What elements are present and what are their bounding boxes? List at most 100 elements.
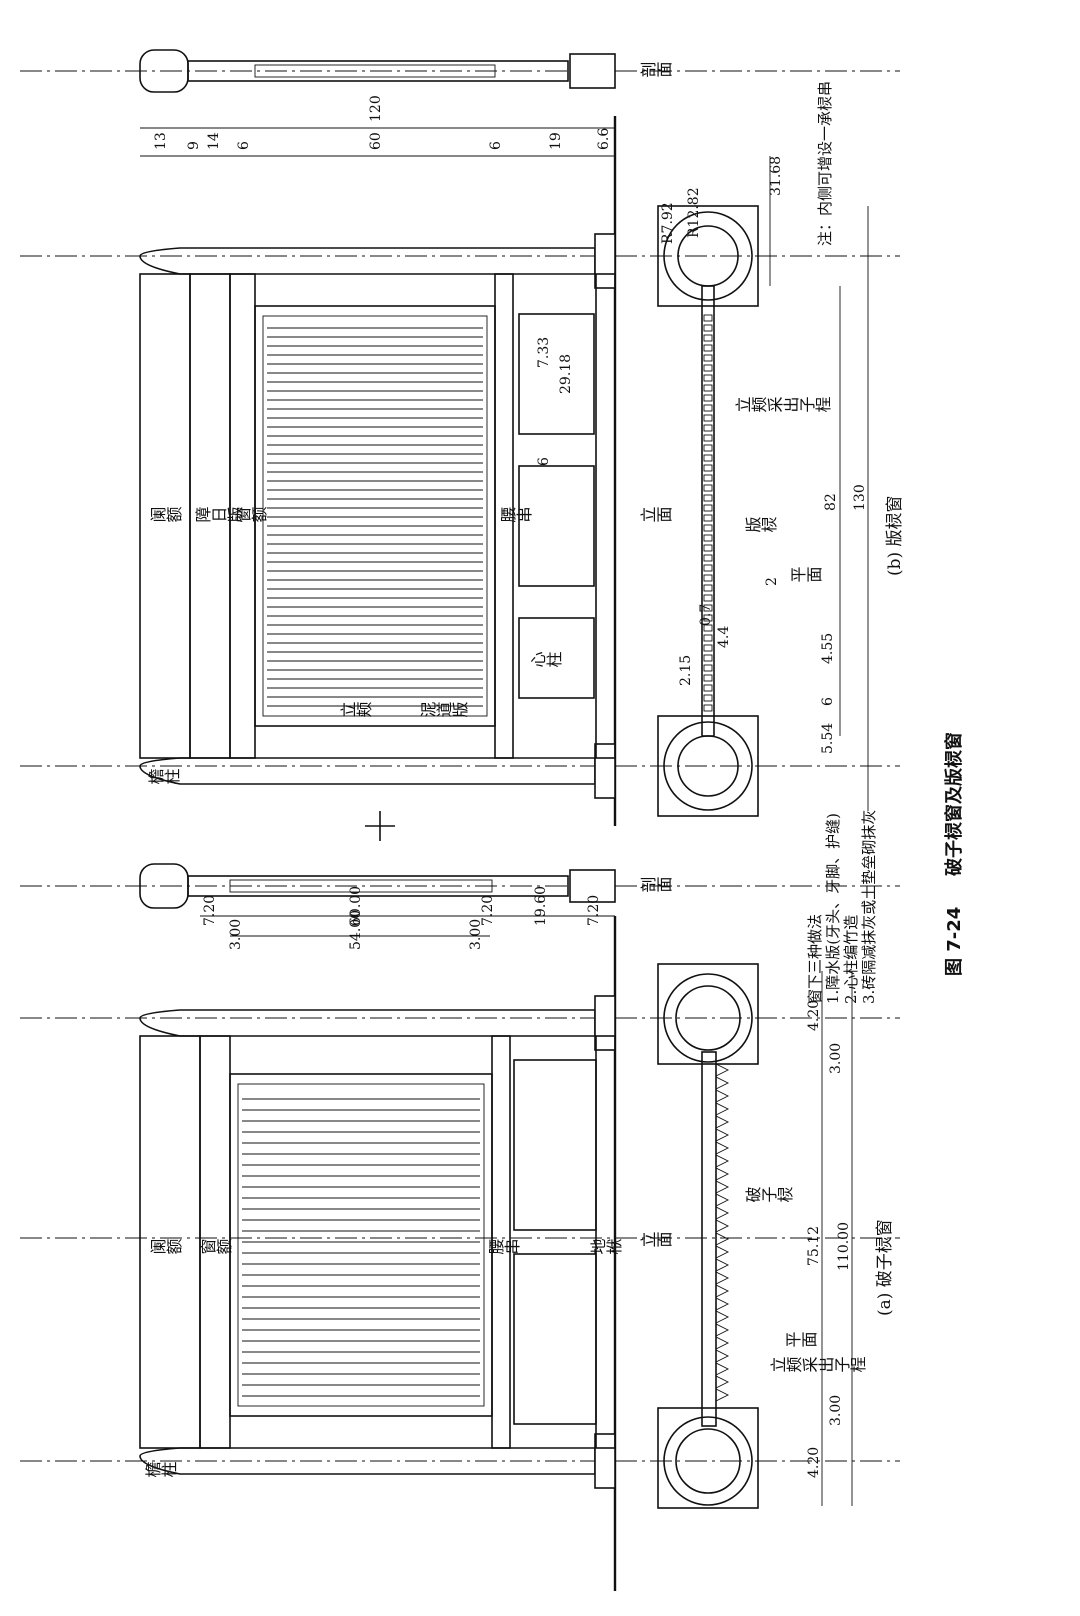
dim-plan-a-4: 110.00 [836,1222,852,1271]
dim-b-4: 6 [236,141,252,150]
lower-panel-left [513,1253,597,1425]
plan-b-slat-9 [703,614,713,622]
plan-b-slat-1 [703,694,713,702]
label-chuang-e-a: 窗额 [200,1239,232,1258]
plan-b-slat-22 [703,484,713,492]
dim-b-8: 6.6 [596,128,612,150]
dim-a-1: 7.20 [202,895,218,926]
plan-b-slat-3 [703,674,713,682]
plan-b-slat-5 [703,654,713,662]
column-left-base [594,1433,616,1489]
window-frame [229,1073,493,1417]
window-inner-frame [237,1083,485,1407]
label-plan-a: 平面 [785,1332,817,1351]
plan-a-tooth-2 [715,1362,730,1376]
plan-a-tooth-12 [715,1232,730,1246]
lower-panel-right [513,1059,597,1231]
plan-a-tooth-9 [715,1271,730,1285]
dim-b-6: 6 [488,141,504,150]
plan-b-slat-8 [703,624,713,632]
plan-a-tooth-11 [715,1245,730,1259]
plan-a-tooth-10 [715,1258,730,1272]
label-chuang-e-b: 窗额 [235,507,267,526]
column-left-b [139,757,596,785]
dim-b-3: 14 [206,132,222,150]
plan-b-slat-37 [703,334,713,342]
lower-panel-b-1 [518,617,595,699]
dim-circle-r2: R7.92 [660,202,676,244]
dim-plan-b-5: 4.55 [820,633,836,664]
dim-plan-b-8: 82 [823,493,839,511]
column-right [139,1009,596,1037]
label-li-jia-b: 立颊采出子桯 [735,397,831,416]
dim-circle-r1: R12.82 [686,187,702,238]
plan-b-slat-38 [703,324,713,332]
label-yan-zhu-a: 檐柱 [145,1462,177,1481]
plan-a-tooth-15 [715,1193,730,1207]
note-a-2: 2.心柱编竹造 [842,915,860,1004]
po-zi-mullions [242,1098,480,1397]
plan-b-slat-39 [703,314,713,322]
section-b [139,49,616,93]
notes-a: 窗下三种做法 1.障水版(牙头、牙脚、护缝) 2.心柱编竹造 3.砖隔减抹灰或土… [806,810,878,1004]
label-di-fu-a: 地栿 [590,1239,622,1258]
plan-b-column-right-outer [663,211,753,301]
plan-a-tooth-0 [715,1388,730,1402]
section-a-sill [569,869,616,903]
plan-a-base-right [657,963,759,1065]
plan-b-slat-26 [703,444,713,452]
dim-plan-a-1: 4.20 [806,1447,822,1478]
plan-b-ban-ling [703,314,713,712]
section-a [139,863,616,909]
dim-plan-b-1: 0.7 [698,604,714,626]
sill-b [595,273,616,759]
dim-a-3: 7.20 [480,895,496,926]
di-fu-sill [595,1035,616,1449]
note-a-3: 3.砖隔减抹灰或土垫垒砌抹灰 [860,810,878,1004]
plan-b-slat-21 [703,494,713,502]
label-po-zi-ling: 破子棂 [745,1187,793,1206]
dim-plan-b-9: 130 [852,484,868,511]
plan-a-mullions [715,1063,730,1402]
plan-a-tooth-18 [715,1154,730,1168]
label-plan-b: 平面 [790,567,822,586]
label-ni-dao-ban: 泥道版 [420,702,468,721]
plan-b-slat-2 [703,684,713,692]
dim-a-4: 19.60 [533,886,549,926]
lower-panel-b-3 [518,313,595,435]
dim-panel-b-2: 29.18 [558,354,574,394]
plan-a-column-right-outer [663,973,753,1063]
plan-b-base-left [657,715,759,817]
plan-b-slat-34 [703,364,713,372]
plan-a-sill [701,1051,717,1427]
plan-a-tooth-23 [715,1089,730,1103]
label-elevation-b: 立面 [640,507,672,526]
column-right-base [594,995,616,1051]
ban-ling-mullions [267,327,483,707]
column-right-base-b [594,233,616,289]
plan-b-slat-11 [703,594,713,602]
yao-chuan-rail-b [494,273,514,759]
section-a-mullion [229,879,493,893]
plan-a-column-right [675,985,741,1051]
dim-plan-a-5: 3.00 [828,1043,844,1074]
dim-plan-b-3: 2.15 [678,655,694,686]
plan-b-slat-7 [703,634,713,642]
dim-plan-b-2: 4.4 [716,626,732,648]
figure-number: 图 7-24 [944,907,965,976]
plan-a-base-left [657,1407,759,1509]
dim-b-1: 13 [153,132,169,150]
plan-a-tooth-3 [715,1349,730,1363]
section-b-post [187,60,569,82]
plan-a-tooth-13 [715,1219,730,1233]
plan-b-slat-36 [703,344,713,352]
plan-a-tooth-22 [715,1102,730,1116]
label-section-b: 剖面 [640,62,672,81]
plan-b-slat-15 [703,554,713,562]
plan-b-slat-28 [703,424,713,432]
dim-b-7: 19 [548,132,564,150]
dim-panel-b-1: 7.33 [536,337,552,368]
plan-b-slat-16 [703,544,713,552]
dims-elevation-a [200,915,615,937]
